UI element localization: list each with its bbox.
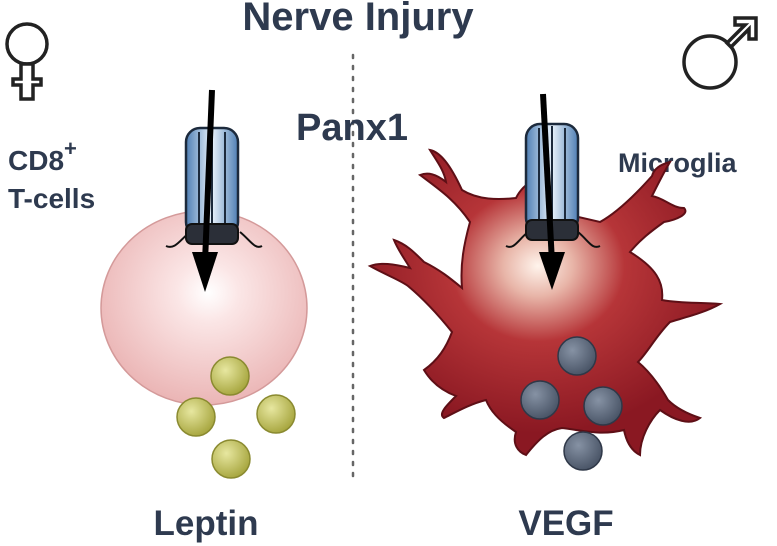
- tcell-label-main: CD8: [8, 145, 64, 176]
- vegf-label: VEGF: [518, 504, 613, 543]
- tcell-label-superscript: +: [64, 136, 77, 161]
- leptin-particle: [211, 439, 251, 479]
- tcell-panx1-channel: [165, 89, 263, 292]
- leptin-particles: [176, 356, 296, 479]
- vegf-particle: [557, 336, 597, 376]
- vegf-particle: [583, 386, 623, 426]
- female-symbol-icon: [5, 22, 49, 101]
- panx1-label: Panx1: [296, 107, 408, 149]
- vegf-particles: [520, 336, 623, 471]
- microglia-panx1-channel: [505, 93, 601, 290]
- vegf-particle: [563, 431, 603, 471]
- leptin-particle: [210, 356, 250, 396]
- diagram-title: Nerve Injury: [242, 0, 474, 39]
- male-symbol-icon: [682, 16, 758, 90]
- microglia-label: Microglia: [618, 148, 738, 178]
- leptin-label: Leptin: [154, 504, 259, 543]
- leptin-particle: [256, 394, 296, 434]
- leptin-particle: [176, 397, 216, 437]
- tcell-label: CD8+: [8, 136, 77, 176]
- vegf-particle: [520, 380, 560, 420]
- tcell-label-line2: T-cells: [8, 183, 95, 214]
